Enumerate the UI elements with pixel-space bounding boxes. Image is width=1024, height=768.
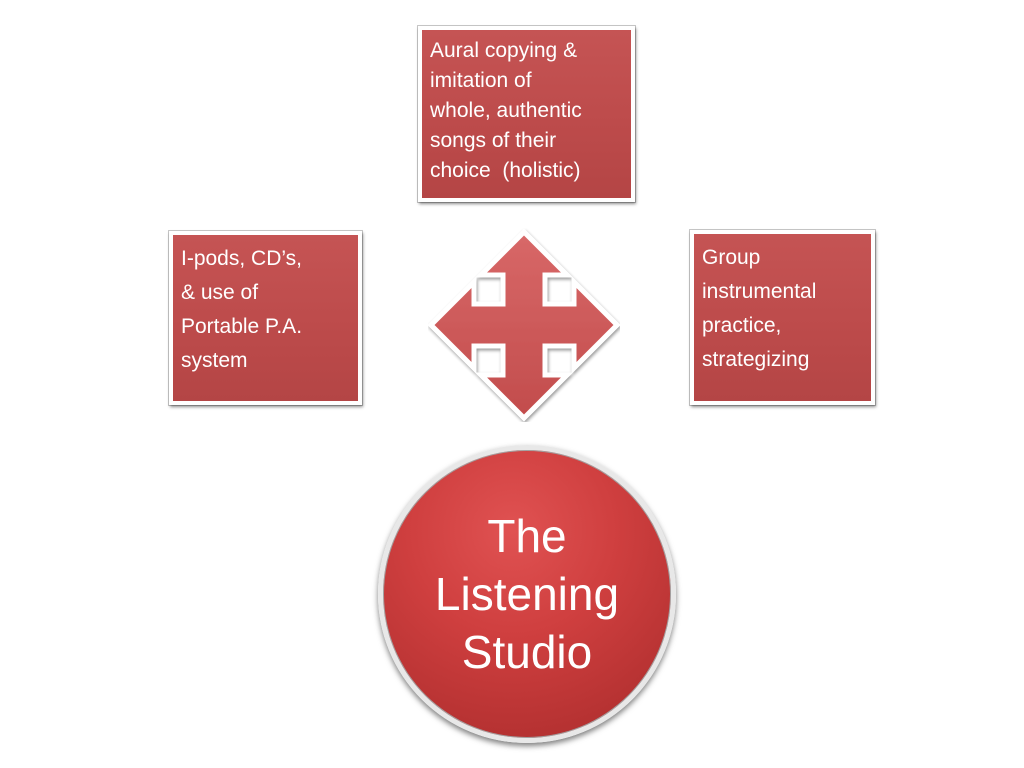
circle-line: The xyxy=(487,510,567,562)
ipods-box: I-pods, CD’s, & use of Portable P.A. sys… xyxy=(169,231,362,405)
box-line: Group xyxy=(702,246,761,269)
group-practice-box: Group instrumental practice, strategizin… xyxy=(690,230,875,405)
box-line: Aural copying & xyxy=(430,39,578,62)
box-line: whole, authentic xyxy=(430,99,582,122)
box-line: practice, xyxy=(702,314,782,337)
circle-line: Studio xyxy=(461,626,593,678)
four-way-arrow-icon xyxy=(428,228,620,422)
box-line: instrumental xyxy=(702,280,817,303)
box-line: & use of xyxy=(181,281,259,304)
box-line: choice (holistic) xyxy=(430,159,581,182)
box-line: songs of their xyxy=(430,129,557,152)
box-line: imitation of xyxy=(430,69,532,92)
box-line: I-pods, CD’s, xyxy=(181,247,302,270)
circle-line: Listening xyxy=(434,568,620,620)
aural-copying-box: Aural copying & imitation of whole, auth… xyxy=(418,26,635,202)
box-line: strategizing xyxy=(702,348,810,371)
box-line: system xyxy=(181,349,248,372)
box-line: Portable P.A. xyxy=(181,315,303,338)
listening-studio-circle: The Listening Studio xyxy=(378,445,676,743)
